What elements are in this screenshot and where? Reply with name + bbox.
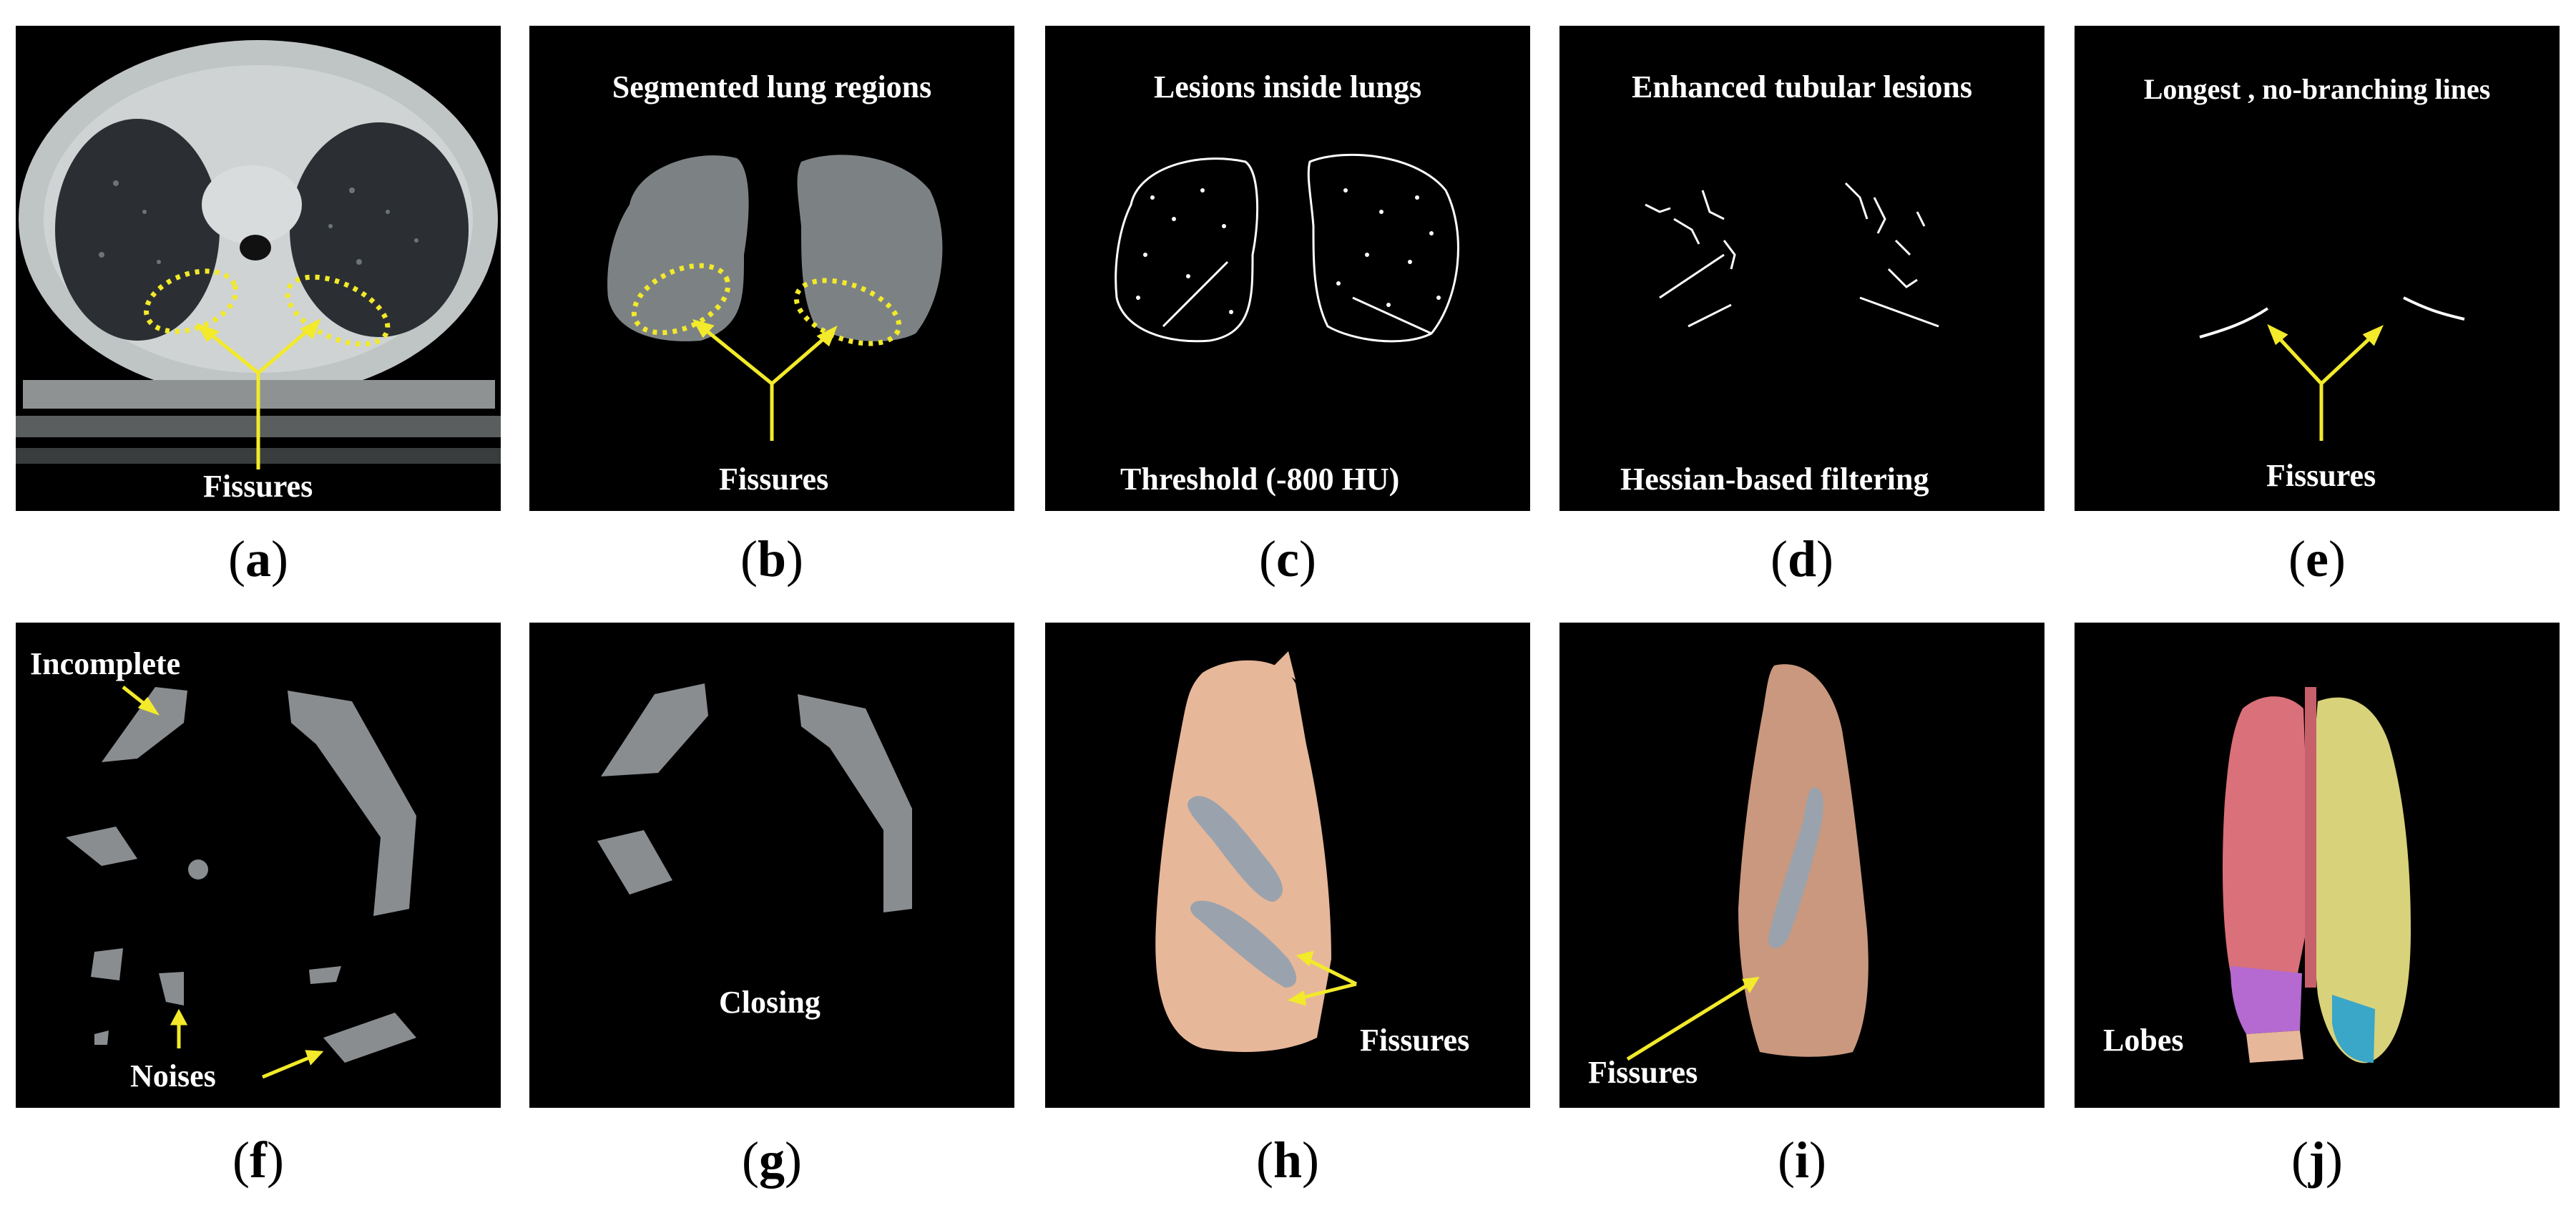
panel-b-title: Segmented lung regions <box>612 69 932 104</box>
ct-slice-image <box>16 40 501 469</box>
panel-j-lobes: Lobes <box>2075 623 2560 1108</box>
fissures-label-b: Fissures <box>719 462 829 497</box>
caption-f: (f) <box>232 1131 284 1189</box>
caption-e: (e) <box>2288 530 2346 588</box>
panel-e-title: Longest , no-branching lines <box>2143 73 2491 105</box>
caption-h: (h) <box>1255 1131 1319 1189</box>
caption-a: (a) <box>228 530 288 588</box>
panel-e-longest-lines: Longest , no-branching lines Fissures <box>2075 26 2560 511</box>
caption-j: (j) <box>2291 1131 2343 1189</box>
lesion-threshold-image <box>1115 153 1459 343</box>
fissures-label-i: Fissures <box>1588 1055 1698 1090</box>
panel-h-3d-lung: Fissures <box>1045 623 1530 1108</box>
incomplete-label: Incomplete <box>30 646 181 681</box>
caption-i: (i) <box>1778 1131 1826 1189</box>
caption-g: (g) <box>742 1131 802 1189</box>
panel-g-closing: Closing <box>529 623 1014 1108</box>
caption-d: (d) <box>1770 530 1833 588</box>
panel-i-3d-lung: Fissures <box>1559 623 2044 1108</box>
segmented-lung-image <box>607 155 943 441</box>
fissures-label-h: Fissures <box>1360 1023 1470 1058</box>
fissures-label-a: Fissures <box>203 469 313 504</box>
blob-image-f <box>66 686 416 1079</box>
caption-c: (c) <box>1259 530 1316 588</box>
panel-f-fissure-blobs: Incomplete Noises <box>16 623 501 1108</box>
panel-b-segmented-lungs: Segmented lung regions Fissures <box>529 26 1014 511</box>
lung-3d-image-i <box>1626 664 1869 1061</box>
lobes-image <box>2223 687 2411 1063</box>
lobes-label: Lobes <box>2103 1023 2184 1058</box>
fissures-label-e: Fissures <box>2266 458 2376 493</box>
threshold-label: Threshold (-800 HU) <box>1120 462 1400 497</box>
hessian-label: Hessian-based filtering <box>1620 462 1929 497</box>
fissure-lines-image <box>2199 296 2465 441</box>
panel-c-lesions: Lesions inside lungs Threshold (-800 HU) <box>1045 26 1530 511</box>
hessian-filtered-image <box>1645 182 1939 328</box>
closing-label: Closing <box>719 985 821 1020</box>
caption-b: (b) <box>740 530 803 588</box>
blob-image-g <box>597 683 912 912</box>
noises-label: Noises <box>130 1058 216 1093</box>
panel-d-tubular: Enhanced tubular lesions Hessian-based f… <box>1559 26 2044 511</box>
lung-3d-image-h <box>1155 651 1358 1052</box>
panel-c-title: Lesions inside lungs <box>1153 69 1422 104</box>
panel-a-ct-slice: Fissures <box>16 26 501 511</box>
panel-d-title: Enhanced tubular lesions <box>1631 69 1972 104</box>
